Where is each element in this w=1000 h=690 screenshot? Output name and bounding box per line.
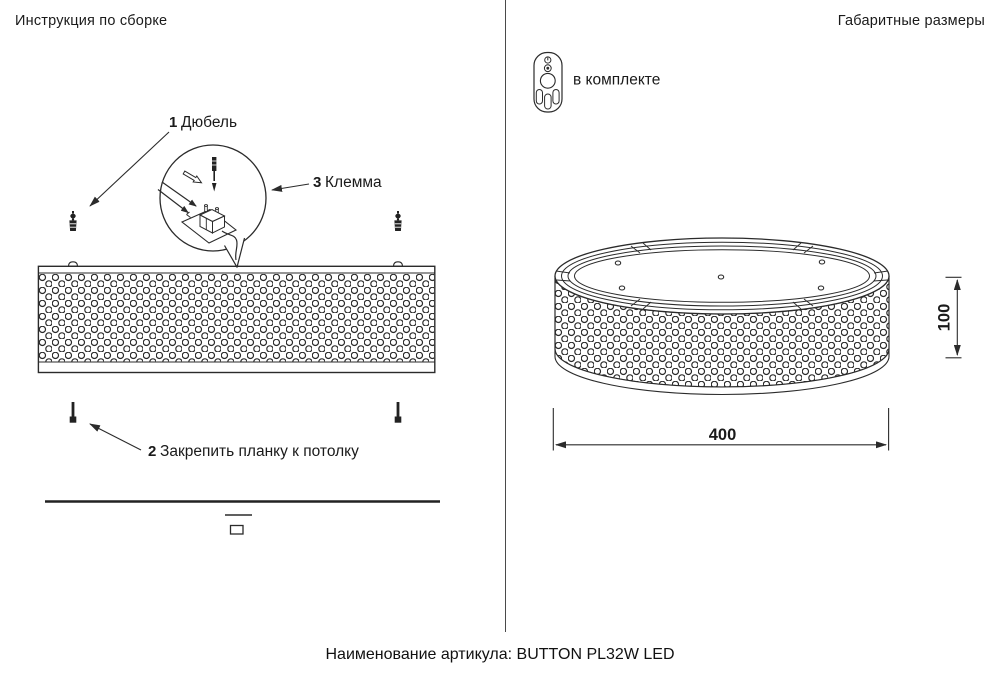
cable <box>221 230 238 261</box>
lamp-panel-side-view <box>37 261 436 374</box>
callout-1-number: 1 <box>169 114 177 131</box>
dial-button-icon <box>539 72 556 89</box>
callout-3-terminal: 3 Клемма <box>271 174 382 192</box>
callout-2-fix-bar: 2 Закрепить планку к потолку <box>89 423 359 460</box>
magnifier-pointer <box>223 237 246 268</box>
lamp-bottom-rim <box>554 348 890 396</box>
article-caption-text: Наименование артикула: BUTTON PL32W LED <box>325 646 675 663</box>
mounting-bar-view <box>45 500 440 535</box>
callout-2-label: Закрепить планку к потолку <box>160 443 359 460</box>
article-caption: Наименование артикула: BUTTON PL32W LED <box>0 646 1000 664</box>
callout-2-number: 2 <box>148 443 156 460</box>
callout-3-label: Клемма <box>325 174 382 191</box>
terminal-block-icon <box>180 204 238 261</box>
screw-detail-icon <box>211 157 217 192</box>
dimensions-section-title: Габаритные размеры <box>837 13 985 29</box>
lamp-top-face <box>554 237 890 315</box>
assembly-diagram: 1 Дюбель <box>37 114 440 535</box>
mount-bump-left <box>67 261 79 267</box>
wires <box>157 181 197 214</box>
remote-key-left <box>535 89 543 105</box>
remote-included-note: в комплекте <box>573 72 660 89</box>
callout-1-label: Дюбель <box>181 114 237 131</box>
terminal-magnifier <box>157 144 267 268</box>
remote-key-right <box>552 89 560 105</box>
screw-icon-left <box>69 402 77 423</box>
insert-direction-arrow <box>182 170 203 184</box>
screw-holes <box>614 259 826 291</box>
screw-icon-right <box>394 402 402 423</box>
width-value: 400 <box>709 426 737 444</box>
lamp-perspective-view <box>554 237 890 396</box>
rim-joint-ticks <box>555 242 889 310</box>
height-dimension: 100 <box>936 276 962 359</box>
mount-bump-right <box>392 261 404 267</box>
dowel-icon-right <box>393 210 403 232</box>
section-divider <box>505 0 506 632</box>
perforation-pattern <box>39 274 434 362</box>
assembly-section-title: Инструкция по сборке <box>15 13 168 29</box>
height-value: 100 <box>936 304 954 332</box>
dowel-icon-left <box>68 210 78 232</box>
callout-3-number: 3 <box>313 174 321 191</box>
remote-control-icon <box>533 51 563 113</box>
width-dimension: 400 <box>552 408 890 451</box>
dimensions-diagram: в комплекте <box>533 51 962 451</box>
callout-1-dowel: 1 Дюбель <box>89 114 237 207</box>
remote-key-middle <box>544 93 552 110</box>
